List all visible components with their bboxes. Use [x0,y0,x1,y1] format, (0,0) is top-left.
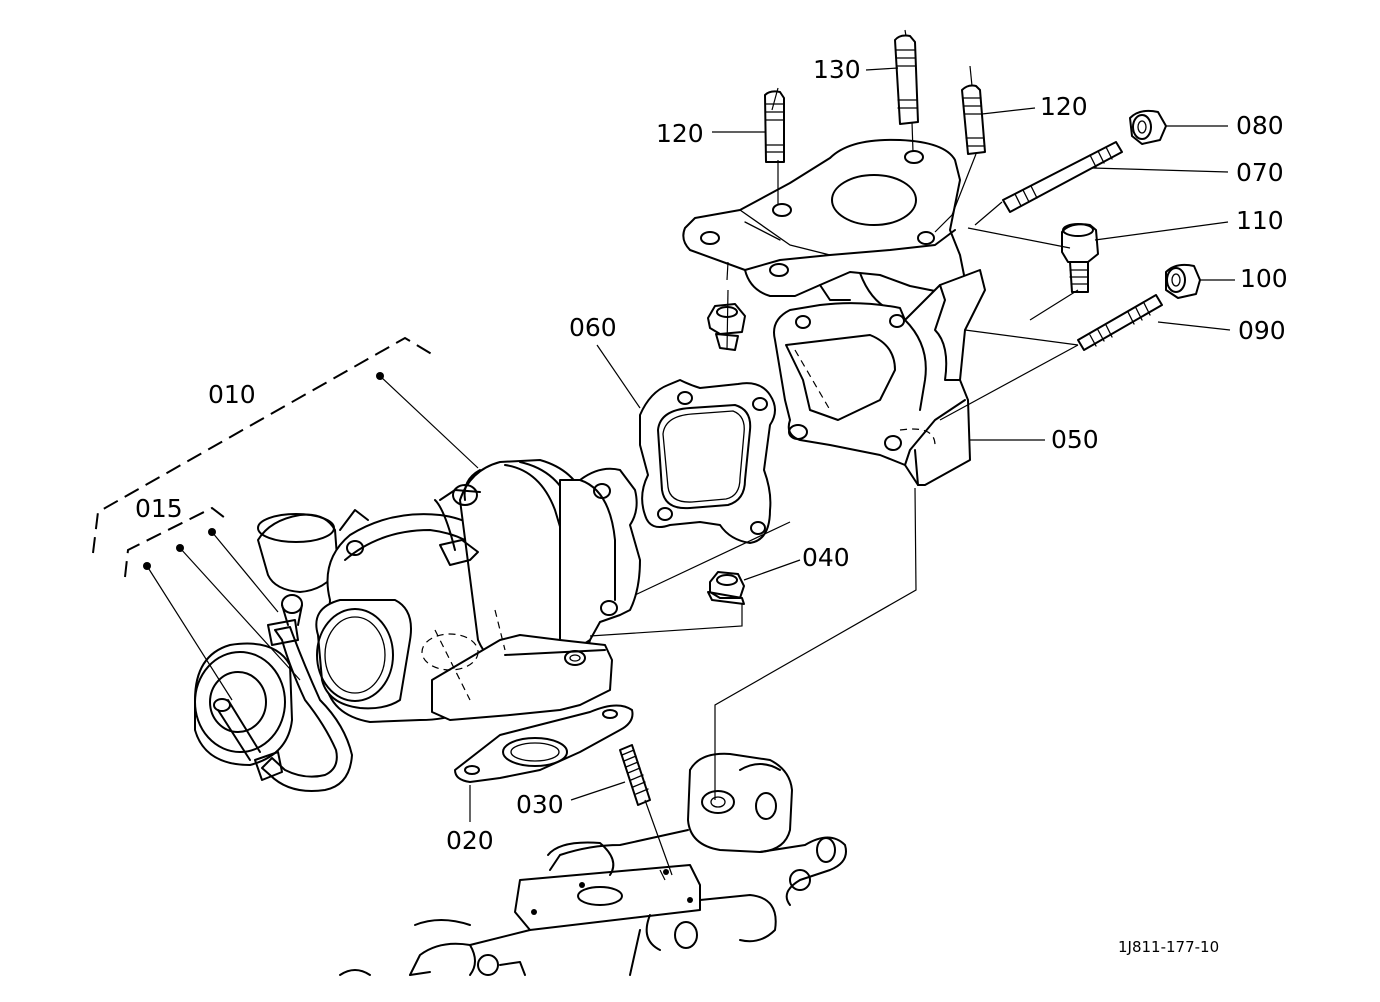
leader-lines [143,29,1235,881]
callout-130: 130 [813,55,861,84]
turbocharger [194,459,641,792]
callout-120-left: 120 [656,119,704,148]
nut-040 [707,571,745,605]
nut-080 [1129,109,1167,145]
callout-110: 110 [1236,206,1284,235]
stud-030 [619,744,651,806]
outlet-elbow [682,138,986,486]
callout-030: 030 [516,790,564,819]
stud-090 [1077,294,1163,351]
callout-120-right: 120 [1040,92,1088,121]
callout-010: 010 [208,380,256,409]
nut-lower-flange [707,303,746,351]
callout-020: 020 [446,826,494,855]
exhaust-manifold [339,752,847,976]
stud-120-right [961,84,986,155]
drawing-code: 1J811-177-10 [1118,938,1219,956]
callout-080: 080 [1236,111,1284,140]
callout-040: 040 [802,543,850,572]
stud-130 [894,34,919,125]
gasket-060 [639,379,776,544]
callout-070: 070 [1236,158,1284,187]
assembly-bracket-015 [124,506,226,578]
callout-060: 060 [569,313,617,342]
callout-100: 100 [1240,264,1288,293]
nut-100 [1165,263,1201,299]
gasket-020 [454,704,634,783]
callout-050: 050 [1051,425,1099,454]
stud-bolt-070 [1002,141,1123,213]
bolt-110 [1061,223,1099,293]
callout-labels: 010 015 020 030 040 050 060 070 080 090 … [135,55,1288,956]
callout-090: 090 [1238,316,1286,345]
assembly-bracket-010 [92,336,436,554]
callout-015: 015 [135,494,183,523]
stud-120-left [764,90,785,163]
